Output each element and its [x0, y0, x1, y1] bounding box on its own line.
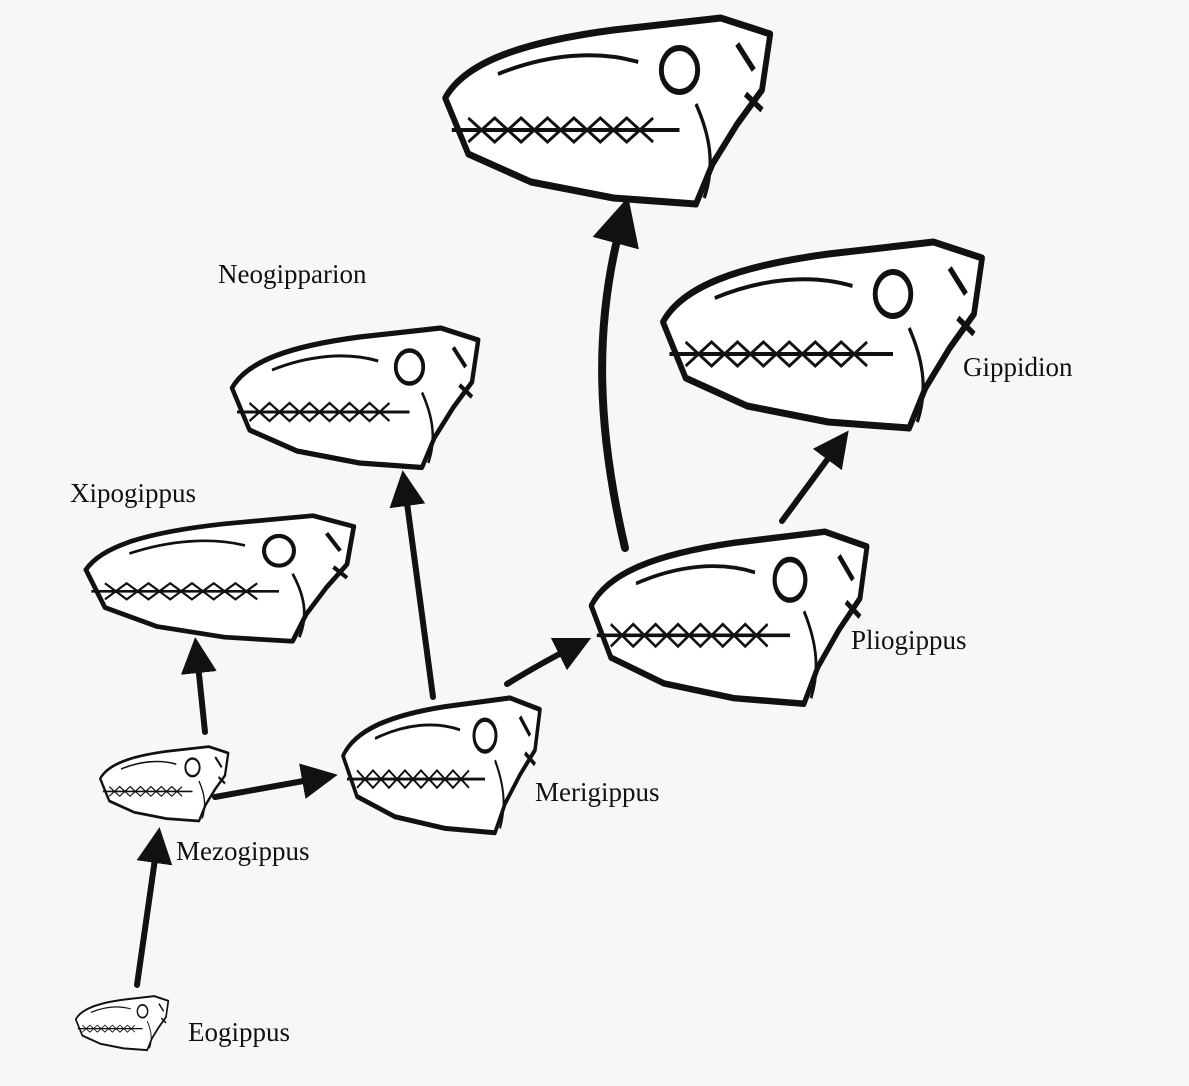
skull-illustrations: [76, 18, 982, 1050]
arrow-merigippus-to-pliogippus: [507, 646, 575, 684]
label-gippidion: Gippidion: [963, 354, 1073, 381]
label-neogipparion: Neogipparion: [218, 261, 366, 288]
arrow-merigippus-to-neogipparion: [405, 488, 433, 697]
arrow-mezogippus-to-merigippus: [215, 778, 320, 797]
label-merigippus: Merigippus: [535, 779, 660, 806]
arrow-pliogippus-to-gippidion: [782, 445, 838, 521]
arrow-mezogippus-to-xipogippus: [197, 655, 205, 732]
label-pliogippus: Pliogippus: [851, 627, 967, 654]
skull-pliogippus: [591, 532, 867, 704]
arrow-pliogippus-to-modern: [602, 220, 625, 548]
skull-neogipparion: [232, 328, 478, 468]
arrow-eogippus-to-mezogippus: [137, 845, 157, 985]
skull-modern-horse: [445, 18, 770, 204]
skull-merigippus: [343, 698, 540, 833]
label-mezogippus: Mezogippus: [176, 838, 309, 865]
label-xipogippus: Xipogippus: [70, 480, 196, 507]
skull-xipogippus: [86, 516, 354, 642]
label-eogippus: Eogippus: [188, 1019, 290, 1046]
skull-eogippus: [76, 996, 169, 1050]
skull-mezogippus: [100, 747, 228, 821]
skull-gippidion: [663, 242, 982, 428]
